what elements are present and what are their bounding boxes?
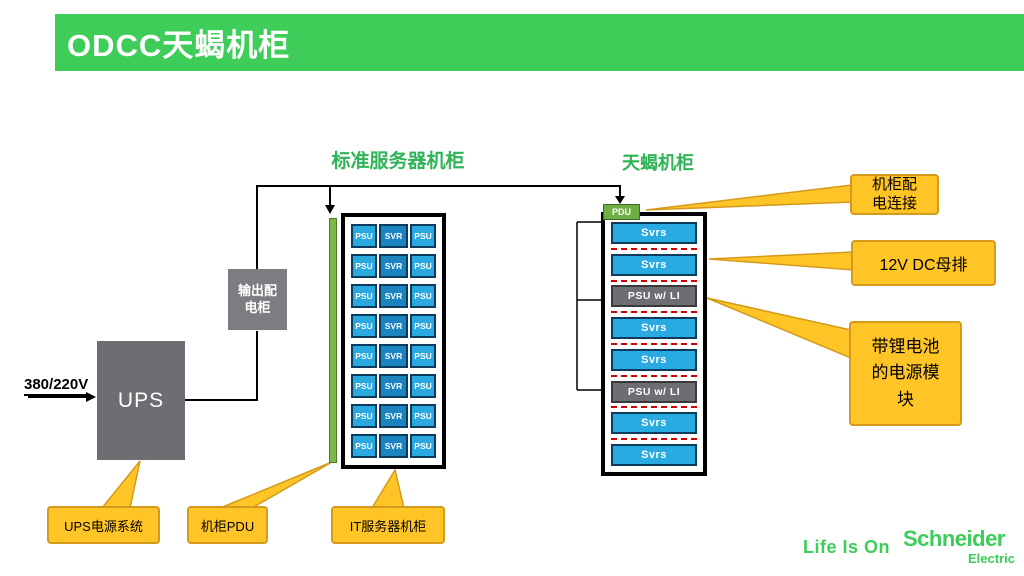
svrs-module: Svrs	[611, 222, 697, 244]
life-is-on-tagline: Life Is On	[803, 537, 891, 557]
psu-cell: PSU	[410, 224, 436, 248]
svr-cell: SVR	[378, 374, 409, 398]
brand-name: Schneider	[903, 526, 1005, 551]
svr-cell: SVR	[378, 254, 409, 278]
arrow-icon	[325, 205, 335, 214]
dist-cabinet-line2: 电柜	[244, 299, 271, 315]
busbar-separator	[611, 434, 697, 444]
callout-text: 的电源模	[871, 363, 940, 383]
server-row: PSU SVR PSU	[351, 224, 436, 248]
arrow-icon	[615, 196, 625, 204]
psu-cell: PSU	[351, 284, 377, 308]
label-scorpio-rack: 天蝎机柜	[622, 153, 694, 173]
callout-ups-system: UPS电源系统	[47, 506, 160, 544]
callout-text: 块	[897, 389, 914, 409]
callout-pointer	[645, 184, 853, 211]
svr-cell: SVR	[378, 434, 409, 458]
callout-text: 机柜配	[871, 175, 917, 193]
svr-cell: SVR	[378, 314, 409, 338]
svrs-module: Svrs	[611, 253, 697, 276]
callout-pointer	[100, 460, 141, 509]
busbar-separator	[611, 371, 697, 381]
server-row: PSU SVR PSU	[351, 374, 436, 398]
server-row: PSU SVR PSU	[351, 344, 436, 368]
psu-cell: PSU	[351, 314, 377, 338]
distribution-cabinet-box: 输出配 电柜	[228, 269, 287, 330]
callout-pointer	[370, 468, 405, 509]
psu-cell: PSU	[410, 284, 436, 308]
callout-rack-pdu: 机柜PDU	[187, 506, 268, 544]
svr-cell: SVR	[378, 404, 409, 428]
svrs-module: Svrs	[611, 444, 697, 467]
page-title: ODCC天蝎机柜	[67, 28, 291, 63]
arrow-icon	[86, 392, 96, 402]
psu-cell: PSU	[351, 224, 377, 248]
server-row: PSU SVR PSU	[351, 434, 436, 458]
psu-cell: PSU	[410, 374, 436, 398]
callout-it-rack: IT服务器机柜	[331, 506, 445, 544]
psu-cell: PSU	[410, 344, 436, 368]
rack-pdu-strip	[329, 218, 337, 463]
psu-cell: PSU	[410, 254, 436, 278]
dist-cabinet-line1: 输出配	[237, 282, 277, 298]
server-row: PSU SVR PSU	[351, 404, 436, 428]
callout-text: 电连接	[871, 194, 917, 212]
psu-cell: PSU	[351, 404, 377, 428]
scorpio-rack: Svrs Svrs PSU w/ LI Svrs Svrs PSU w/ LI …	[601, 212, 707, 476]
psu-li-module: PSU w/ LI	[611, 285, 697, 308]
psu-cell: PSU	[351, 434, 377, 458]
ups-box: UPS	[97, 341, 185, 460]
psu-cell: PSU	[410, 434, 436, 458]
svr-cell: SVR	[378, 224, 409, 248]
standard-server-rack: PSU SVR PSU PSU SVR PSU PSU SVR PSU PSU …	[341, 213, 446, 469]
psu-cell: PSU	[351, 374, 377, 398]
callout-li-battery-psu: 带锂电池 的电源模 块	[849, 321, 962, 426]
svr-cell: SVR	[378, 344, 409, 368]
callout-pointer	[219, 461, 333, 509]
busbar-separator	[611, 403, 697, 413]
server-row: PSU SVR PSU	[351, 254, 436, 278]
brand-sub: Electric	[968, 551, 1015, 566]
scorpio-pdu-tag: PDU	[603, 204, 640, 220]
busbar-separator	[611, 339, 697, 349]
psu-li-module: PSU w/ LI	[611, 380, 697, 403]
callout-12v-dc-busbar: 12V DC母排	[851, 240, 996, 286]
header-bar: ODCC天蝎机柜	[55, 14, 1024, 71]
server-row: PSU SVR PSU	[351, 284, 436, 308]
callout-text: 带锂电池	[871, 336, 940, 356]
busbar-separator	[611, 276, 697, 286]
schneider-logo: Schneider Electric	[903, 526, 1015, 566]
callout-rack-power-connection: 机柜配 电连接	[850, 174, 939, 215]
callout-pointer	[706, 297, 852, 360]
voltage-label: 380/220V	[24, 376, 89, 396]
busbar-separator	[611, 307, 697, 317]
callout-text: 12V DC母排	[879, 257, 968, 274]
svrs-module: Svrs	[611, 348, 697, 371]
svr-cell: SVR	[378, 284, 409, 308]
psu-cell: PSU	[351, 344, 377, 368]
server-row: PSU SVR PSU	[351, 314, 436, 338]
psu-cell: PSU	[410, 404, 436, 428]
psu-cell: PSU	[351, 254, 377, 278]
psu-cell: PSU	[410, 314, 436, 338]
label-standard-rack: 标准服务器机柜	[331, 151, 465, 172]
svrs-module: Svrs	[611, 317, 697, 340]
callout-pointer	[708, 251, 854, 271]
busbar-separator	[611, 244, 697, 254]
svrs-module: Svrs	[611, 412, 697, 435]
